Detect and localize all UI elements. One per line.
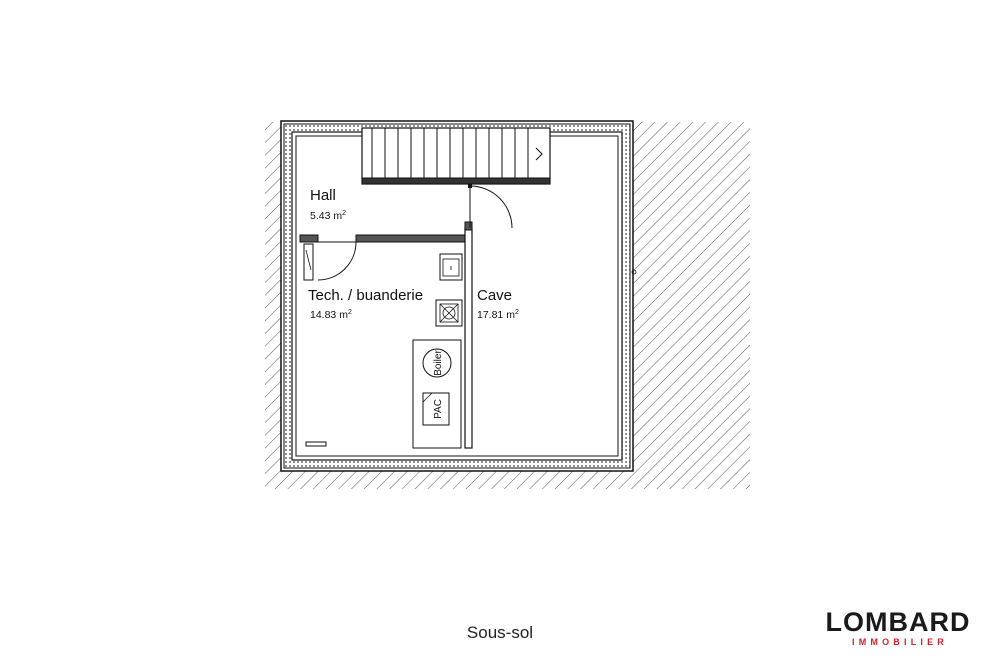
floor-title: Sous-sol [466, 623, 534, 642]
doors [317, 184, 513, 281]
interior-walls [299, 221, 473, 449]
radiator-icon [305, 441, 327, 447]
boiler-unit: Boiler [422, 348, 452, 378]
stairs-icon [371, 128, 529, 178]
room-name: Cave [477, 287, 512, 304]
radiator-icon [303, 243, 314, 281]
room-name: Hall [310, 187, 336, 204]
staircase [361, 127, 551, 185]
room-labels: Hall 5.43 m2 Tech. / buanderie 14.83 m2 … [308, 187, 519, 321]
room-area: 17.81 m2 [477, 309, 519, 321]
stair-direction-arrow [535, 147, 543, 161]
room-area: 5.43 m2 [310, 210, 346, 222]
equipment: Boiler PAC [303, 243, 637, 449]
brand-logo: LOMBARD IMMOBILIER [818, 608, 978, 648]
boiler-label: Boiler [433, 350, 444, 376]
door-swing-icon [469, 185, 513, 229]
room-area: 14.83 m2 [310, 309, 352, 321]
brand-name: LOMBARD [825, 607, 971, 637]
heat-pump-label: PAC [433, 399, 444, 419]
ventilation-unit-icon [435, 299, 463, 327]
sink-icon [439, 253, 463, 281]
door-swing-icon [317, 241, 357, 281]
room-name: Tech. / buanderie [308, 287, 423, 304]
heat-pump-unit: PAC [422, 392, 450, 426]
brand-subtitle: IMMOBILIER [852, 637, 948, 647]
exterior-marker-icon [631, 269, 637, 275]
